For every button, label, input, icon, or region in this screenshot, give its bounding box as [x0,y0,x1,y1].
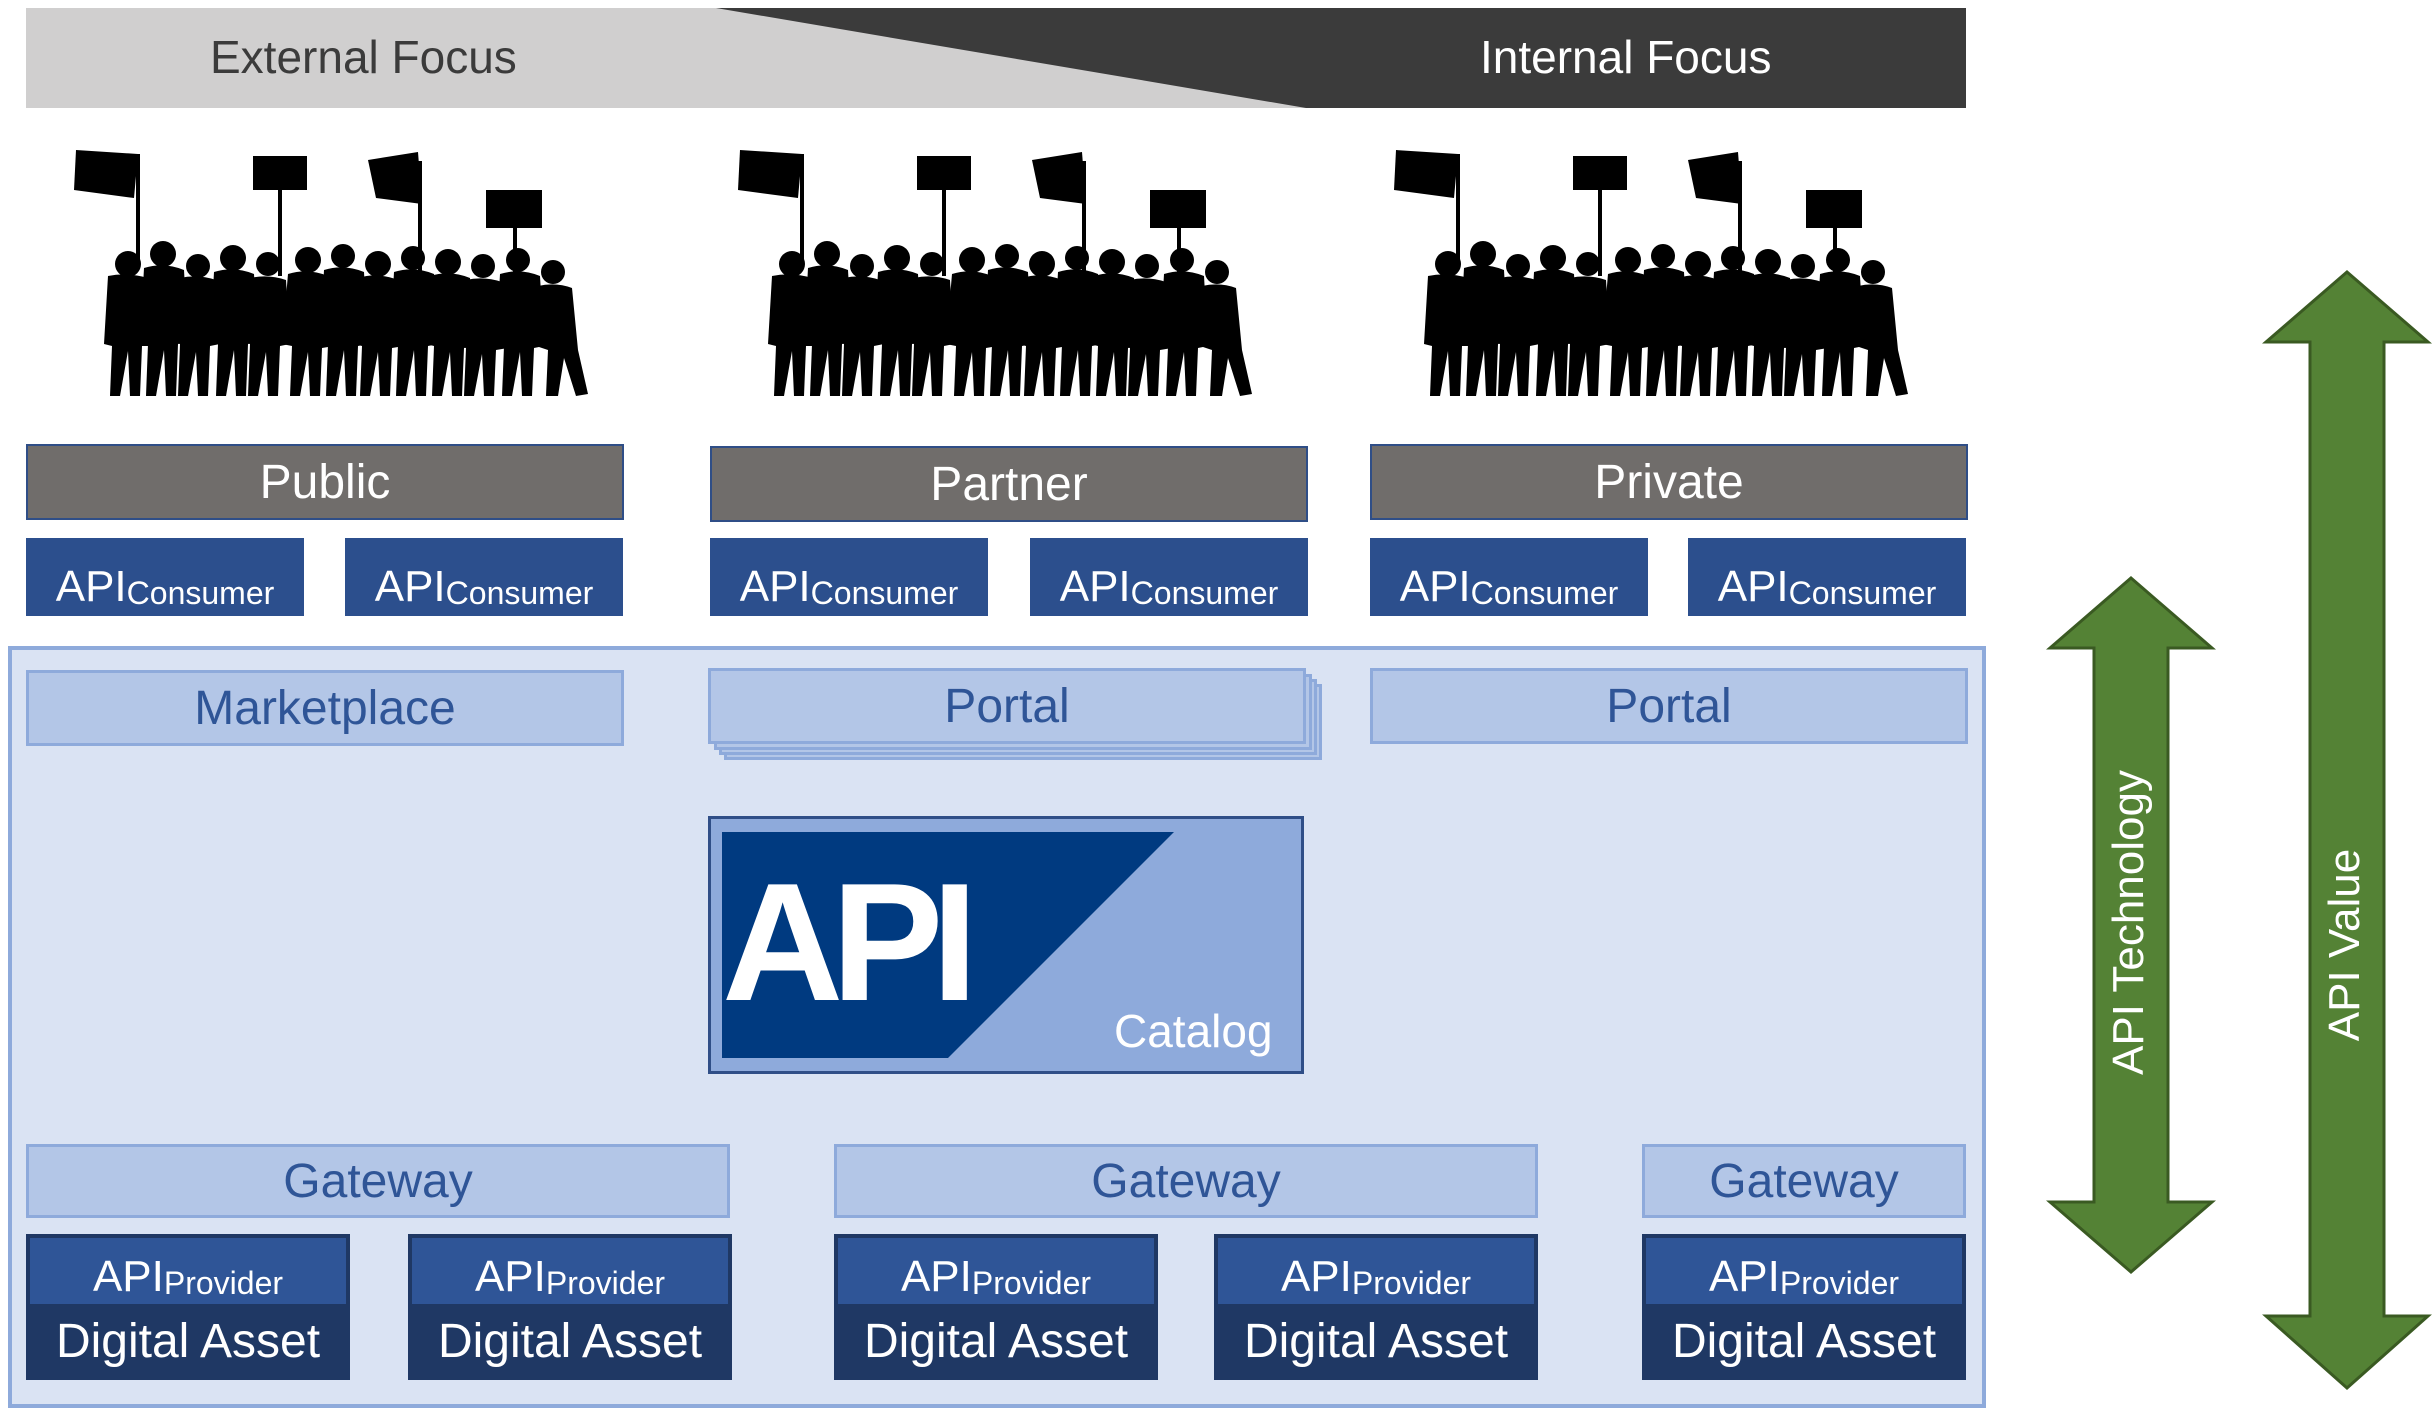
api-technology-arrow-icon [2046,576,2216,1274]
gateway-box-3: Gateway [1642,1144,1966,1218]
partner-portal-box: Portal [708,668,1306,744]
internal-focus-label: Internal Focus [1480,31,1772,83]
crowd-private-icon [1394,150,1908,396]
marketplace-box: Marketplace [26,670,624,746]
gateway-box-2: Gateway [834,1144,1538,1218]
external-focus-label: External Focus [210,31,517,83]
focus-banner [26,8,1966,108]
private-portal-box: Portal [1370,668,1968,744]
api-value-arrow-icon [2262,270,2432,1390]
partner-header: Partner [710,446,1308,522]
private-header: Private [1370,444,1968,520]
api-value-label: API Value [2320,848,2369,1042]
public-header: Public [26,444,624,520]
gateway-box-1: Gateway [26,1144,730,1218]
api-technology-label: API Technology [2104,770,2153,1075]
crowd-partner-icon [738,150,1252,396]
api-logo-text: API [722,848,978,1036]
api-catalog-logo-icon [722,832,1174,1058]
crowd-public-icon [74,150,588,396]
catalog-label: Catalog [1114,1005,1273,1057]
